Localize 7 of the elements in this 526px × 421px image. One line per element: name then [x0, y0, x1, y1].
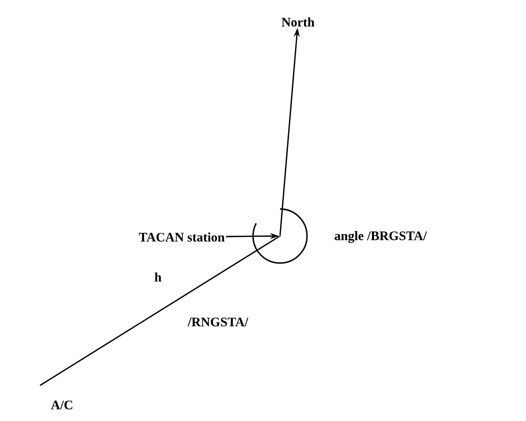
edge-label: /RNGSTA/: [186, 316, 250, 328]
angle-label: angle /BRGSTA/: [334, 231, 427, 243]
variable-label: h: [154, 272, 162, 282]
node-label: TACAN station: [138, 232, 225, 242]
node-label: North: [282, 17, 314, 27]
node-label: A/C: [50, 400, 72, 410]
line: [40, 236, 280, 386]
